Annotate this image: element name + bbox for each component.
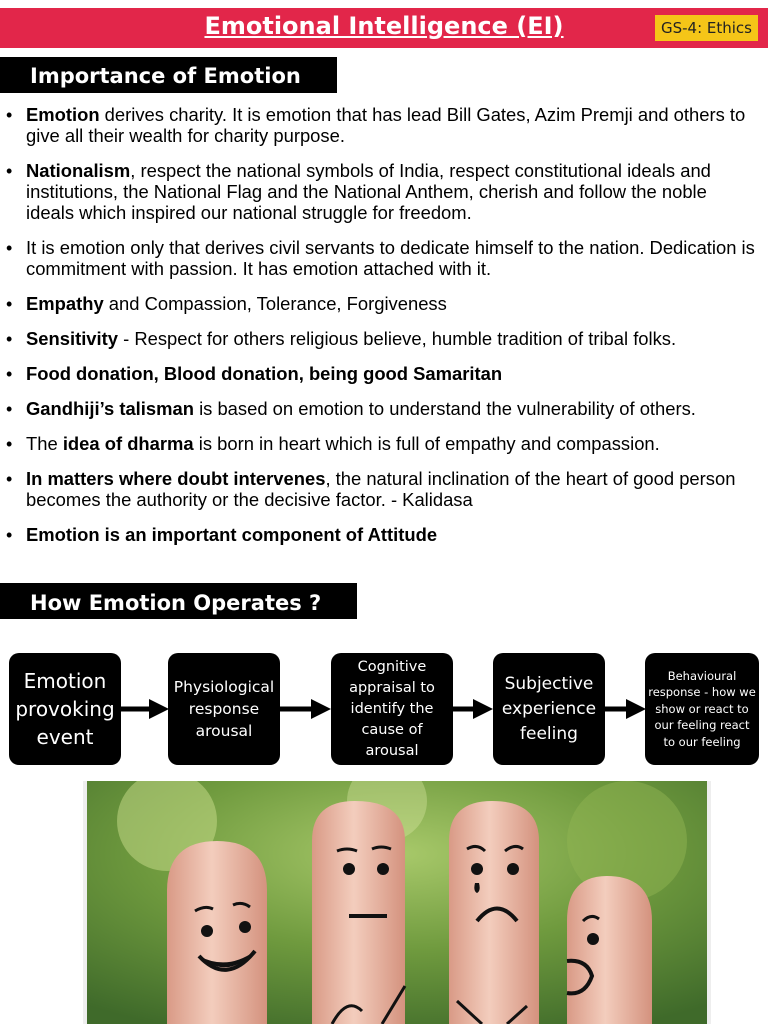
flow-step-5: Behavioural response - how we show or re… xyxy=(645,653,759,765)
bullet-item: • Empathy and Compassion, Tolerance, Forg… xyxy=(0,293,760,314)
arrow-right-icon xyxy=(453,699,493,719)
bullet-text: and Compassion, Tolerance, Forgiveness xyxy=(103,293,447,314)
bullet-icon: • xyxy=(6,105,13,125)
bullet-item: • Food donation, Blood donation, being go… xyxy=(0,363,760,384)
bullet-item: • Emotion derives charity. It is emotion … xyxy=(0,104,760,146)
bullet-item: • Nationalism, respect the national symbo… xyxy=(0,160,760,223)
bullet-icon: • xyxy=(6,238,13,258)
flow-step-1: Emotion provoking event xyxy=(9,653,121,765)
bullet-bold-text: idea of dharma xyxy=(62,433,194,454)
bullet-icon: • xyxy=(6,161,13,181)
happy-face xyxy=(167,841,267,1024)
bullet-item: • The idea of dharma is born in heart whi… xyxy=(0,433,760,454)
bullet-text: - Respect for others religious believe, … xyxy=(118,328,677,349)
bullet-bold-text: Sensitivity xyxy=(26,328,118,349)
bullet-text: It is emotion only that derives civil se… xyxy=(26,237,755,279)
bullet-icon: • xyxy=(6,399,13,419)
bullet-bold-text: Emotion is an important component of Att… xyxy=(26,524,438,545)
emotion-process-flow: Emotion provoking event Physiological re… xyxy=(0,652,768,767)
finger-faces-illustration xyxy=(87,781,707,1024)
bullet-text: derives charity. It is emotion that has … xyxy=(26,104,746,146)
bullet-bold-text: Gandhiji’s talisman xyxy=(26,398,194,419)
bullet-text: is based on emotion to understand the vu… xyxy=(193,398,696,419)
bullet-item: • Gandhiji’s talisman is based on emotion… xyxy=(0,398,760,419)
bullet-bold-text: In matters where doubt intervenes xyxy=(26,468,326,489)
bullet-item: • In matters where doubt intervenes, the … xyxy=(0,468,760,510)
bullet-icon: • xyxy=(6,294,13,314)
section-heading-operates: How Emotion Operates ? xyxy=(0,583,357,619)
bullet-item: • Sensitivity - Respect for others religi… xyxy=(0,328,760,349)
sad-face xyxy=(449,801,539,1024)
arrow-right-icon xyxy=(121,699,169,719)
arrow-right-icon xyxy=(280,699,331,719)
flow-step-2: Physiological response arousal xyxy=(168,653,280,765)
bullet-bold-text: Emotion xyxy=(26,104,100,125)
title-banner: Emotional Intelligence (EI) GS-4: Ethics xyxy=(0,8,768,48)
bullet-bold-text: Empathy xyxy=(26,293,104,314)
flow-step-4: Subjective experience feeling xyxy=(493,653,605,765)
bullet-icon: • xyxy=(6,434,13,454)
bullet-text: The xyxy=(26,433,63,454)
bullet-bold-text: Food donation, Blood donation, being goo… xyxy=(26,363,503,384)
section-heading-importance: Importance of Emotion xyxy=(0,57,337,93)
surprised-face xyxy=(566,876,652,1024)
flow-step-3: Cognitive appraisal to identify the caus… xyxy=(331,653,453,765)
finger-faces-photo xyxy=(83,781,711,1024)
bullet-icon: • xyxy=(6,329,13,349)
bullet-text: is born in heart which is full of empath… xyxy=(193,433,660,454)
neutral-face xyxy=(312,801,407,1024)
bullet-text: , respect the national symbols of India,… xyxy=(26,160,711,223)
arrow-right-icon xyxy=(605,699,646,719)
subject-tag: GS-4: Ethics xyxy=(654,15,758,41)
bullet-icon: • xyxy=(6,469,13,489)
bullet-item: • It is emotion only that derives civil s… xyxy=(0,237,760,279)
importance-bullet-list: • Emotion derives charity. It is emotion … xyxy=(0,104,760,559)
bullet-text: , the natural inclination of the heart o… xyxy=(26,468,736,510)
bullet-icon: • xyxy=(6,364,13,384)
page-title: Emotional Intelligence (EI) xyxy=(204,12,564,40)
bullet-bold-text: Nationalism xyxy=(26,160,131,181)
bullet-icon: • xyxy=(6,525,13,545)
bullet-item: • Emotion is an important component of At… xyxy=(0,524,760,545)
